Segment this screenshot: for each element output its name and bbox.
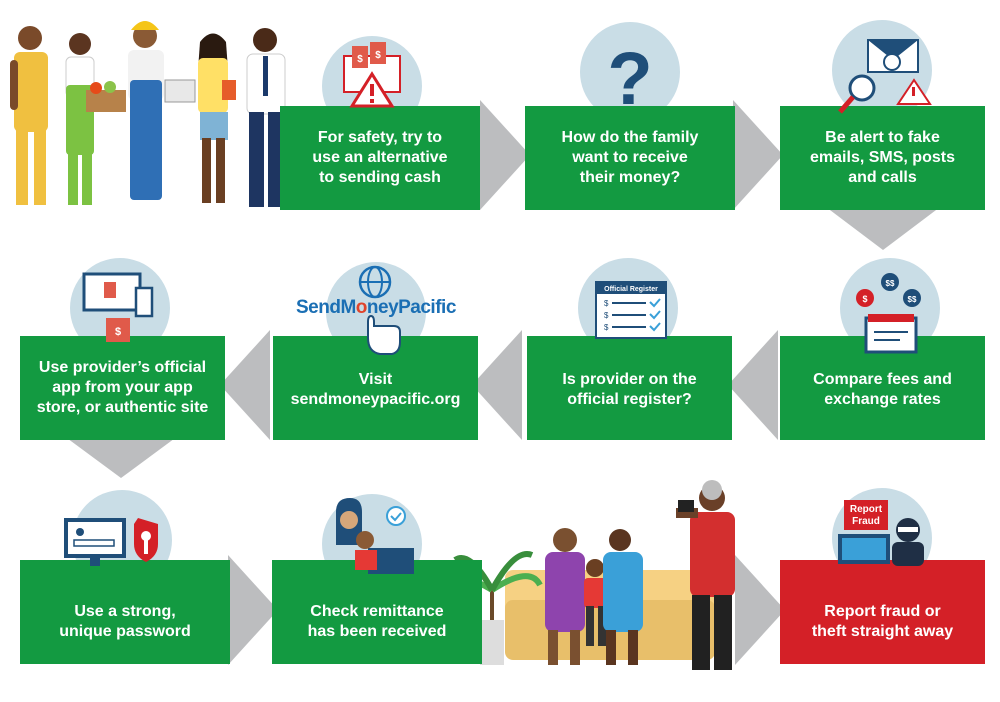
step-text: Is provider on the official register?	[562, 371, 697, 408]
step-box-1: For safety, try to use an alternative to…	[280, 106, 480, 210]
dollar-label: $	[375, 50, 381, 61]
question-label: ?	[607, 37, 652, 120]
video-call-check-icon	[336, 498, 414, 574]
logo-part-3: neyPacific	[366, 297, 457, 318]
dollar-label: $	[862, 294, 867, 304]
flow-arrow-8	[228, 555, 278, 665]
dollar-label: $	[604, 311, 609, 320]
workers-group-illustration	[10, 21, 286, 207]
step-text: Use a strong, unique password	[59, 603, 191, 640]
family-illustration	[447, 480, 735, 670]
report-fraud-icon: Report Fraud	[838, 500, 924, 566]
register-title: Official Register	[604, 286, 658, 293]
step-box-10: Report fraud or theft straight away	[780, 560, 985, 664]
phishing-email-icon	[838, 39, 932, 114]
double-dollar-label: $$	[908, 295, 917, 304]
logo-part-2: o	[355, 297, 368, 318]
double-dollar-label: $$	[886, 279, 895, 288]
dollar-label: $	[115, 326, 121, 338]
dollar-label: $	[604, 323, 609, 332]
password-key-icon	[64, 518, 158, 566]
step-box-2: How do the family want to receive their …	[525, 106, 735, 210]
step-box-5: Is provider on the official register?	[527, 336, 732, 440]
devices-app-icon: $	[82, 272, 154, 342]
sendmoneypacific-logo: SendMoneyPacific	[296, 297, 456, 319]
step-text: How do the family want to receive their …	[561, 129, 699, 186]
step-box-3: Be alert to fake emails, SMS, posts and …	[780, 106, 985, 210]
flow-arrow-1	[480, 100, 530, 210]
flow-arrow-6	[220, 330, 270, 440]
currency-compare-icon: $ $$ $$	[856, 273, 921, 354]
report-fraud-line2: Fraud	[852, 516, 880, 527]
flow-arrow-7	[56, 430, 186, 478]
step-text: Check remittance has been received	[307, 603, 447, 640]
flow-arrow-5	[472, 330, 522, 440]
flow-arrow-2	[733, 100, 783, 210]
dollar-label: $	[604, 299, 609, 308]
flow-arrow-9	[735, 555, 785, 665]
report-fraud-line1: Report	[850, 504, 883, 515]
globe-click-icon	[358, 265, 401, 355]
register-checklist-icon: Official Register $ $ $	[595, 281, 667, 339]
step-text: Use provider’s official app from your ap…	[36, 359, 209, 416]
logo-part-1: SendM	[296, 297, 356, 318]
step-text: For safety, try to use an alternative to…	[312, 129, 448, 186]
icon-circle-2	[580, 22, 680, 122]
step-text: Report fraud or theft straight away	[811, 603, 954, 640]
step-text: Be alert to fake emails, SMS, posts and …	[810, 129, 955, 186]
flow-arrow-4	[728, 330, 778, 440]
envelope-cash-warning-icon: $ $	[343, 42, 401, 108]
step-text: Compare fees and exchange rates	[813, 371, 952, 408]
question-mark-icon: ?	[607, 37, 652, 120]
step-text: Visit sendmoneypacific.org	[290, 371, 461, 408]
flow-arrow-3	[818, 201, 948, 250]
step-box-7: Use provider’s official app from your ap…	[20, 336, 225, 440]
step-box-8: Use a strong, unique password	[20, 560, 230, 664]
step-box-9: Check remittance has been received	[272, 560, 482, 664]
dollar-label: $	[357, 54, 363, 65]
